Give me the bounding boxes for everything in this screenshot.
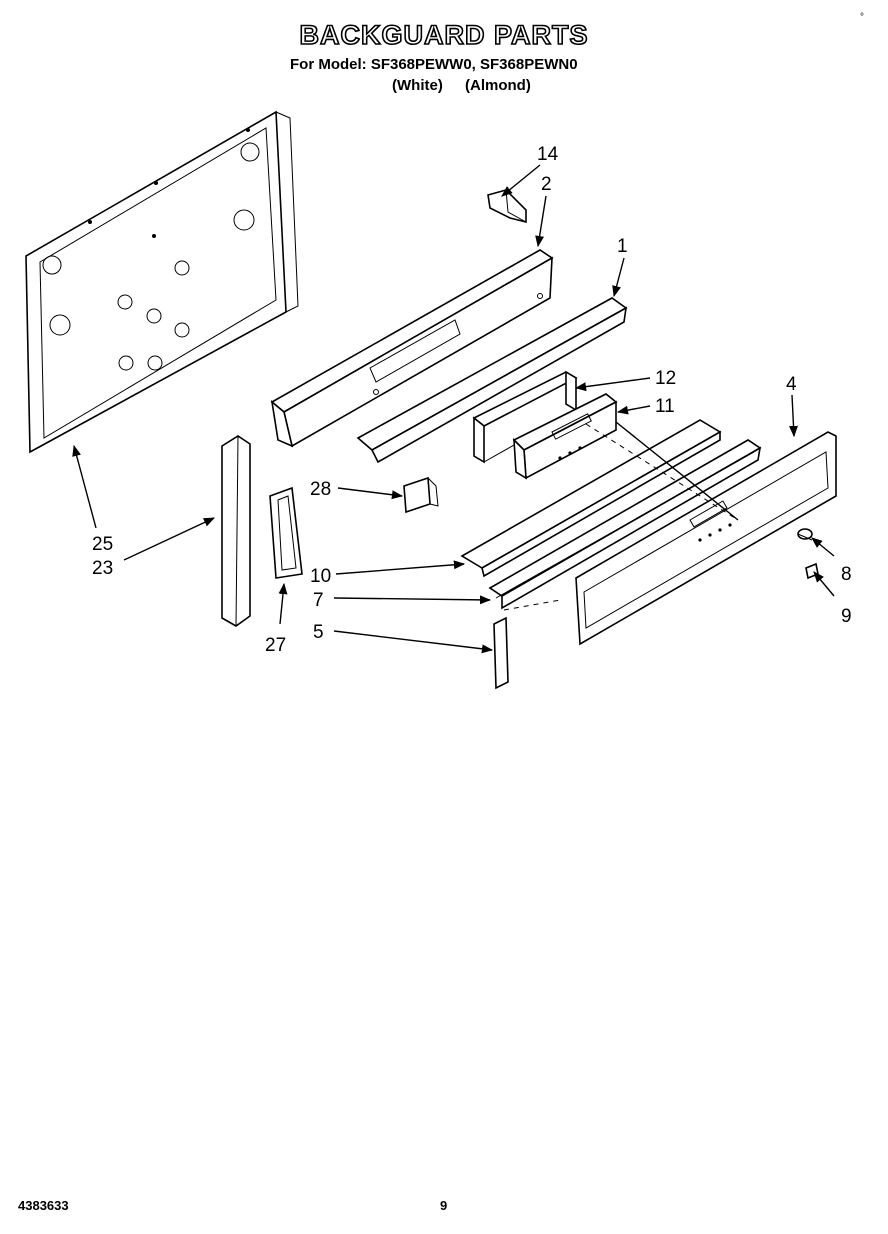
variant-almond: (Almond) xyxy=(465,77,531,94)
callout-2: 2 xyxy=(541,174,552,195)
callout-4: 4 xyxy=(786,374,797,395)
callout-1: 1 xyxy=(617,236,628,257)
model-subtitle: For Model: SF368PEWW0, SF368PEWN0 xyxy=(290,56,578,73)
front-panel-part-4 xyxy=(575,431,837,646)
callout-5: 5 xyxy=(313,622,324,643)
cover-sheet-part-10 xyxy=(460,419,722,578)
page-title: BACKGUARD PARTS xyxy=(299,19,589,51)
upper-channel-part-2 xyxy=(270,249,554,448)
callout-12: 12 xyxy=(655,368,676,389)
variant-white: (White) xyxy=(392,77,443,94)
frame-part-12 xyxy=(472,370,578,464)
trim-strip-part-1 xyxy=(356,297,628,464)
callout-28: 28 xyxy=(310,479,331,500)
callout-11: 11 xyxy=(655,396,675,417)
callout-9: 9 xyxy=(841,606,852,627)
callout-8: 8 xyxy=(841,564,852,585)
leader-lines xyxy=(72,164,835,654)
clip-part-28 xyxy=(403,476,439,514)
callout-27: 27 xyxy=(265,635,286,656)
callout-14: 14 xyxy=(537,144,559,165)
gasket-part-27 xyxy=(269,486,303,579)
rear-panel-part xyxy=(25,110,299,454)
end-cap-part-5 xyxy=(493,616,509,690)
screw-part-9 xyxy=(805,562,819,580)
page-number: 9 xyxy=(440,1198,448,1213)
control-housing-part-11 xyxy=(512,393,618,480)
callout-7: 7 xyxy=(313,590,324,611)
side-bracket-part-23 xyxy=(221,435,251,627)
callout-25: 25 xyxy=(92,534,113,555)
corner-mark: ° xyxy=(860,12,864,23)
knob-part-8 xyxy=(797,528,813,541)
bracket-part-14 xyxy=(487,189,527,224)
extrusion-part-7 xyxy=(488,439,762,610)
color-variants: (White) (Almond) xyxy=(392,77,549,94)
callout-10: 10 xyxy=(310,566,331,587)
document-number: 4383633 xyxy=(18,1198,69,1213)
callout-23: 23 xyxy=(92,558,113,579)
